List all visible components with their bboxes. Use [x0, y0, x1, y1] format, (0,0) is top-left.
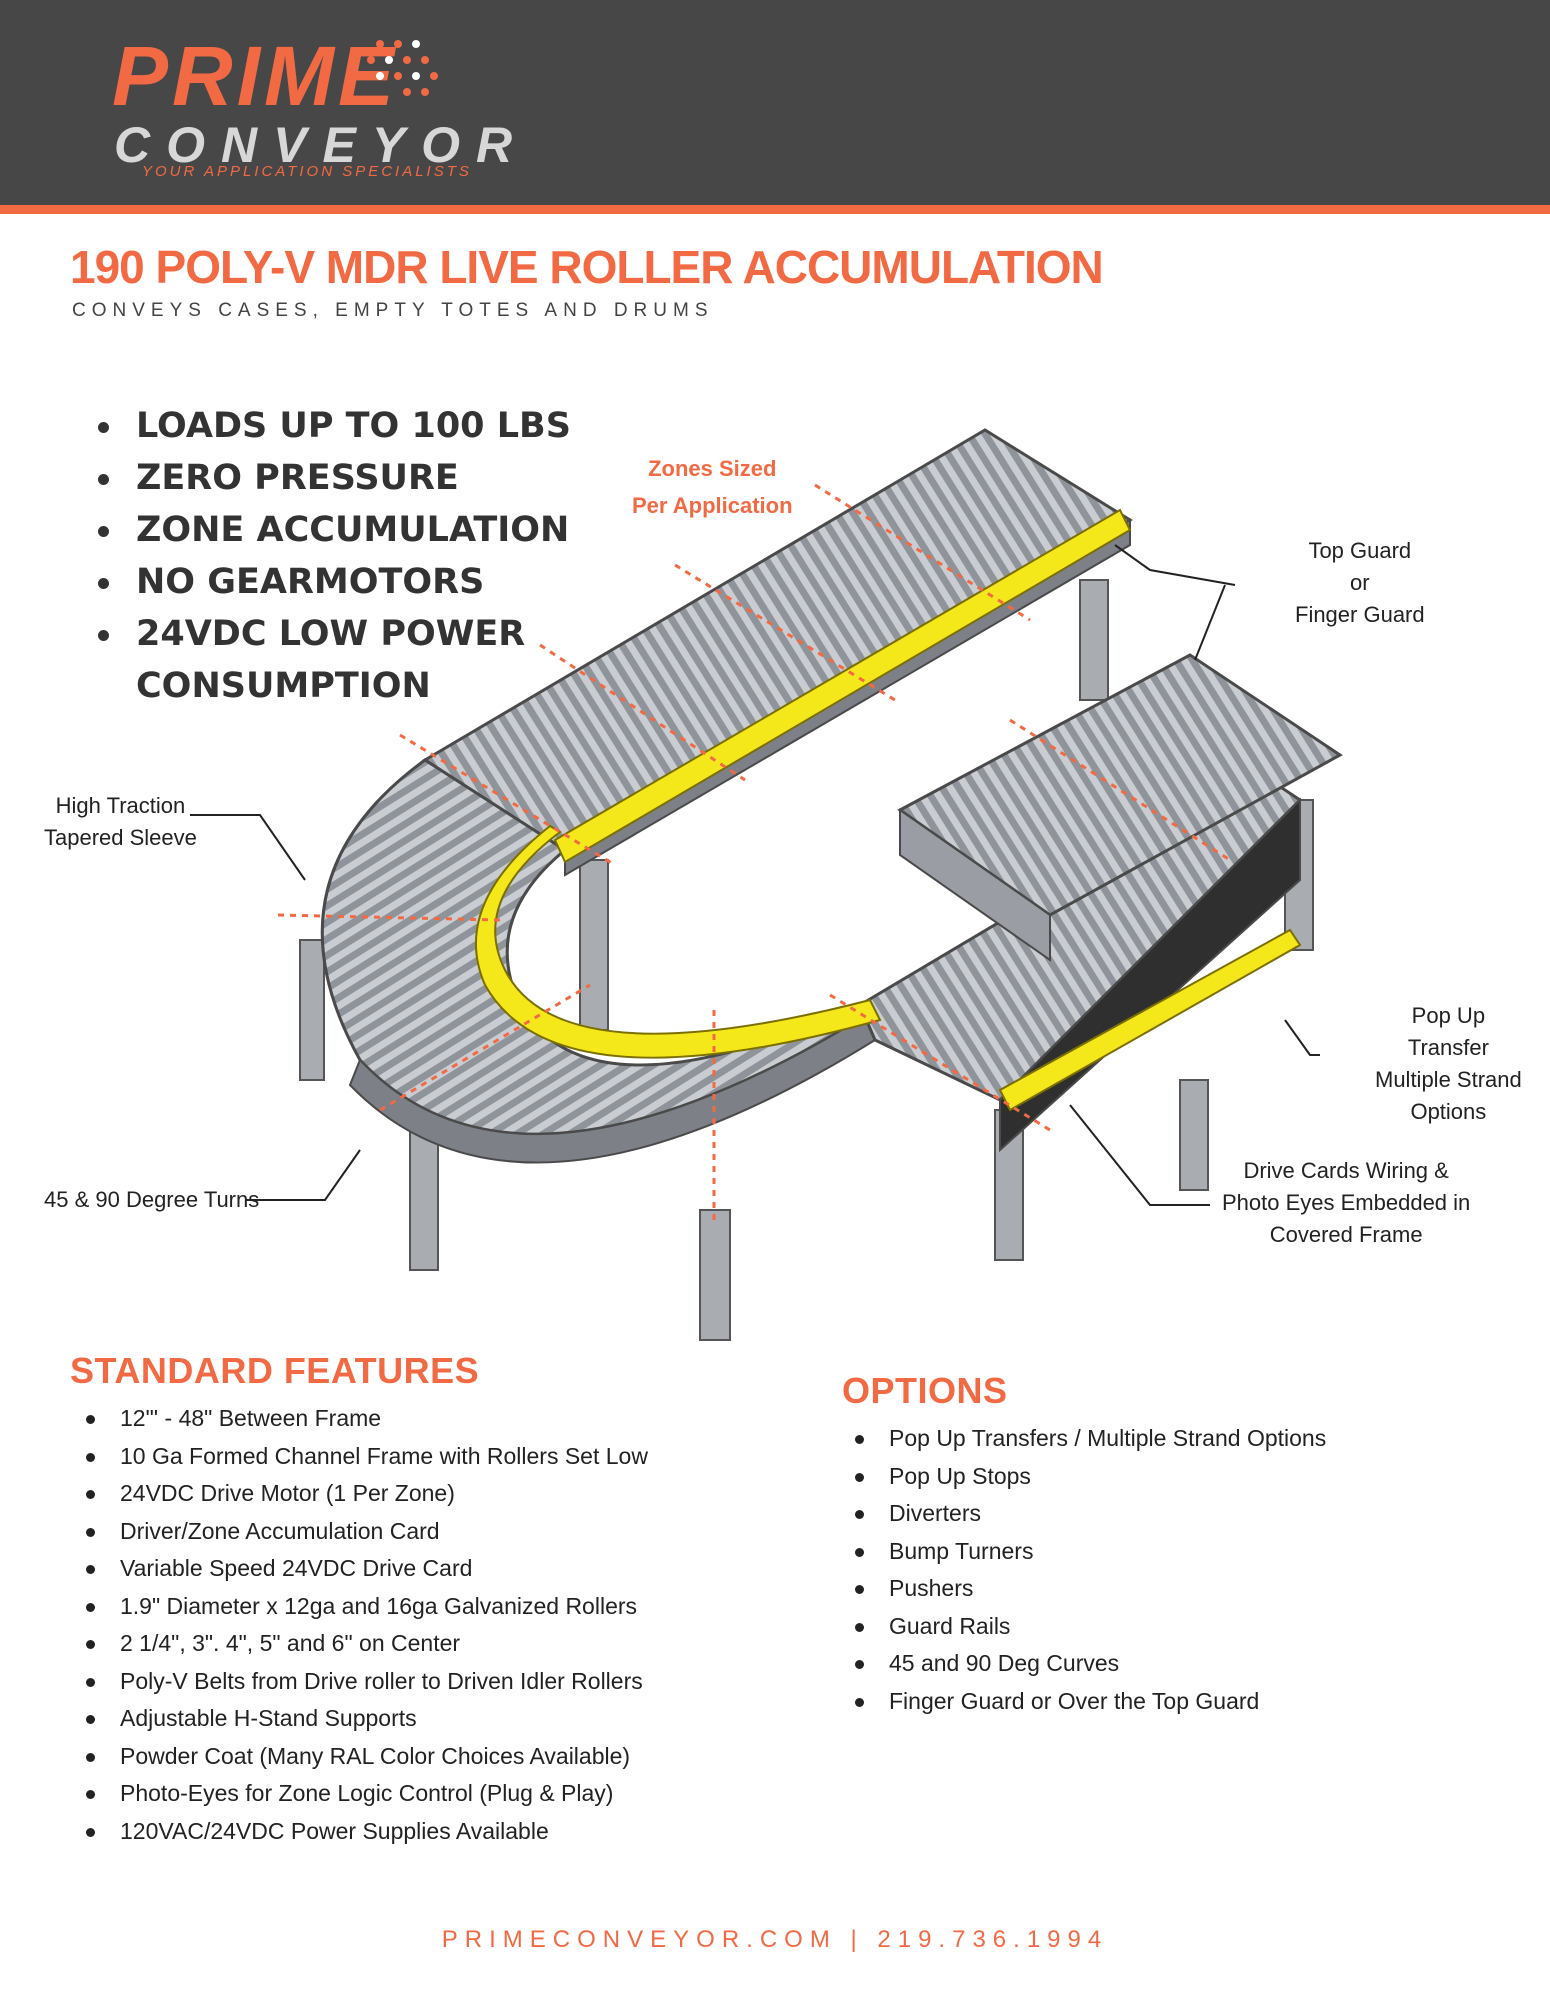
page-header: PRIME CONVEYOR YOUR APPLICATION SPECIALI… — [0, 0, 1550, 214]
option-item: Guard Rails — [855, 1608, 1326, 1646]
callout-zones: Zones Sized Per Application — [632, 456, 793, 518]
highlight-item: ZERO PRESSURE — [98, 452, 571, 504]
highlight-item: ZONE ACCUMULATION — [98, 504, 571, 556]
options-list: Pop Up Transfers / Multiple Strand Optio… — [855, 1420, 1326, 1720]
option-item: Bump Turners — [855, 1533, 1326, 1571]
support-legs — [299, 579, 1314, 1341]
callout-leaders — [190, 544, 1320, 1206]
feature-item: Adjustable H-Stand Supports — [86, 1700, 648, 1738]
logo-conveyor-text: CONVEYOR — [114, 117, 529, 173]
option-item: Diverters — [855, 1495, 1326, 1533]
option-item: Finger Guard or Over the Top Guard — [855, 1683, 1326, 1721]
feature-item: 12"' - 48" Between Frame — [86, 1400, 648, 1438]
highlight-item: LOADS UP TO 100 LBS — [98, 400, 571, 452]
conveyor-illustration — [190, 428, 1343, 1341]
feature-item: Variable Speed 24VDC Drive Card — [86, 1550, 648, 1588]
standard-features-list: 12"' - 48" Between Frame 10 Ga Formed Ch… — [86, 1400, 648, 1850]
feature-item: Photo-Eyes for Zone Logic Control (Plug … — [86, 1775, 648, 1813]
option-item: Pop Up Stops — [855, 1458, 1326, 1496]
feature-item: 10 Ga Formed Channel Frame with Rollers … — [86, 1438, 648, 1476]
callout-pop-up: Pop Up Transfer Multiple Strand Options — [1375, 1003, 1522, 1124]
option-item: Pushers — [855, 1570, 1326, 1608]
standard-features-title: STANDARD FEATURES — [70, 1350, 480, 1391]
highlights-list: LOADS UP TO 100 LBS ZERO PRESSURE ZONE A… — [98, 400, 571, 712]
feature-item: 1.9" Diameter x 12ga and 16ga Galvanized… — [86, 1588, 648, 1626]
top-guard-rail — [553, 508, 1132, 864]
logo-prime-text: PRIME — [112, 29, 399, 123]
logo-dots-icon — [367, 40, 438, 96]
highlight-item: NO GEARMOTORS — [98, 556, 571, 608]
callout-drive-cards: Drive Cards Wiring & Photo Eyes Embedded… — [1222, 1158, 1471, 1247]
page-subtitle: CONVEYS CASES, EMPTY TOTES AND DRUMS — [72, 300, 714, 321]
feature-item: Poly-V Belts from Drive roller to Driven… — [86, 1663, 648, 1701]
callout-high-traction: High Traction Tapered Sleeve — [44, 793, 197, 850]
zone-markers — [277, 483, 1231, 1220]
feature-item: 24VDC Drive Motor (1 Per Zone) — [86, 1475, 648, 1513]
feature-item: 120VAC/24VDC Power Supplies Available — [86, 1813, 648, 1851]
feature-item: Driver/Zone Accumulation Card — [86, 1513, 648, 1551]
company-logo: PRIME CONVEYOR YOUR APPLICATION SPECIALI… — [112, 28, 512, 188]
callout-top-guard: Top Guard or Finger Guard — [1295, 538, 1425, 627]
highlight-item: 24VDC LOW POWER CONSUMPTION — [98, 608, 571, 712]
option-item: 45 and 90 Deg Curves — [855, 1645, 1326, 1683]
option-item: Pop Up Transfers / Multiple Strand Optio… — [855, 1420, 1326, 1458]
page-title: 190 POLY-V MDR LIVE ROLLER ACCUMULATION — [70, 241, 1104, 293]
conveyor-diagram: Zones Sized Per Application Top Guard or… — [0, 380, 1550, 1360]
options-title: OPTIONS — [842, 1370, 1008, 1411]
logo-tagline: YOUR APPLICATION SPECIALISTS — [142, 163, 472, 180]
callout-turns: 45 & 90 Degree Turns — [44, 1187, 260, 1212]
curved-guard-rail — [474, 824, 882, 1059]
footer-contact: PRIMECONVEYOR.COM | 219.736.1994 — [441, 1926, 1109, 1953]
feature-item: 2 1/4", 3". 4", 5" and 6" on Center — [86, 1625, 648, 1663]
feature-item: Powder Coat (Many RAL Color Choices Avai… — [86, 1738, 648, 1776]
